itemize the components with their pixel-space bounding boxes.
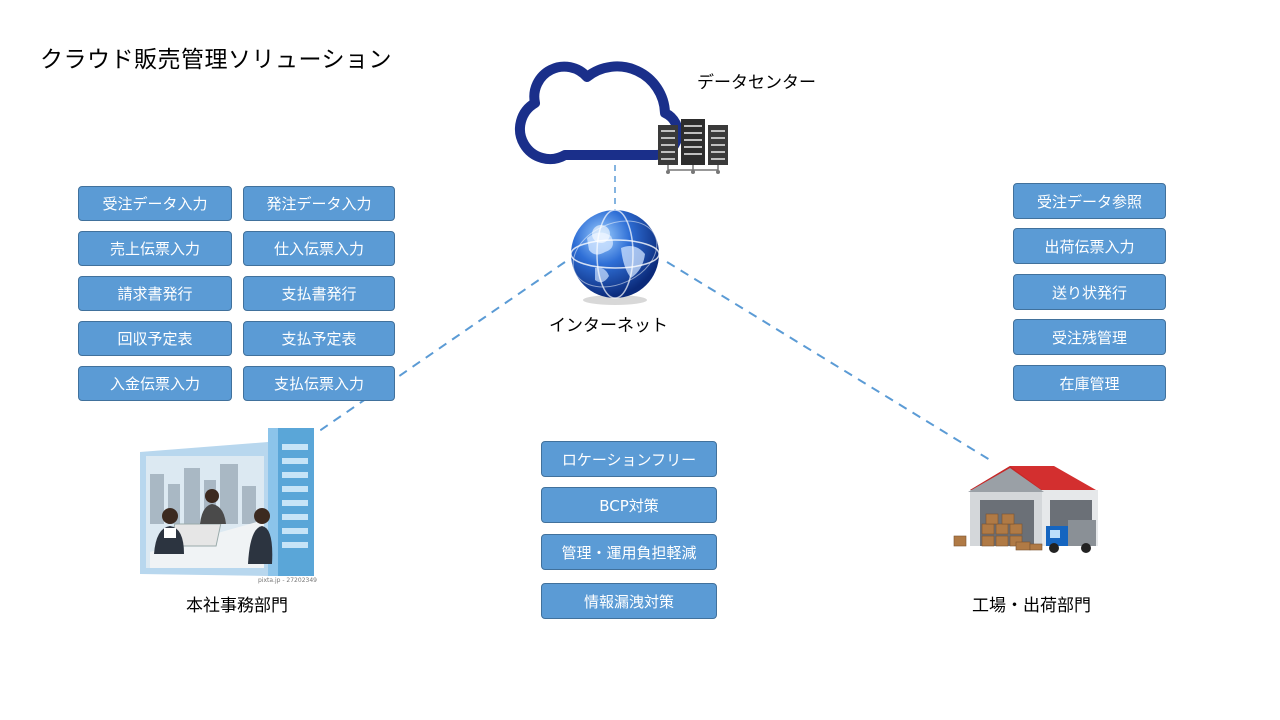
function-payment-notice-issue: 支払書発行 <box>243 276 395 311</box>
function-payment-schedule: 支払予定表 <box>243 321 395 356</box>
function-shipping-slip-entry: 出荷伝票入力 <box>1013 228 1166 264</box>
function-delivery-note-issue: 送り状発行 <box>1013 274 1166 310</box>
function-payment-slip-entry: 支払伝票入力 <box>243 366 395 401</box>
function-collection-schedule: 回収予定表 <box>78 321 232 356</box>
benefit-leak-prevention: 情報漏洩対策 <box>541 583 717 619</box>
function-deposit-slip-entry: 入金伝票入力 <box>78 366 232 401</box>
warehouse-icon <box>953 466 1098 553</box>
function-sales-slip-entry: 売上伝票入力 <box>78 231 232 266</box>
office-photo-caption: pixta.jp - 27202349 <box>258 577 317 584</box>
office-label: 本社事務部門 <box>186 596 288 616</box>
internet-office-line <box>311 261 566 437</box>
function-purchase-slip-entry: 仕入伝票入力 <box>243 231 395 266</box>
benefit-bcp: BCP対策 <box>541 487 717 523</box>
function-backorder-management: 受注残管理 <box>1013 319 1166 355</box>
page-title: クラウド販売管理ソリューション <box>40 47 393 73</box>
internet-factory-line <box>666 261 991 461</box>
internet-label: インターネット <box>549 316 668 336</box>
factory-label: 工場・出荷部門 <box>972 596 1091 616</box>
function-order-data-entry: 受注データ入力 <box>78 186 232 221</box>
office-building-image: pixta.jp - 27202349 <box>140 424 320 586</box>
function-order-data-reference: 受注データ参照 <box>1013 183 1166 219</box>
cloud-icon <box>514 61 683 164</box>
server-rack-icon <box>658 119 728 174</box>
globe-icon <box>570 209 660 305</box>
function-invoice-issue: 請求書発行 <box>78 276 232 311</box>
benefit-reduced-management: 管理・運用負担軽減 <box>541 534 717 570</box>
datacenter-label: データセンター <box>697 73 816 93</box>
benefit-location-free: ロケーションフリー <box>541 441 717 477</box>
function-purchase-order-entry: 発注データ入力 <box>243 186 395 221</box>
function-inventory-management: 在庫管理 <box>1013 365 1166 401</box>
